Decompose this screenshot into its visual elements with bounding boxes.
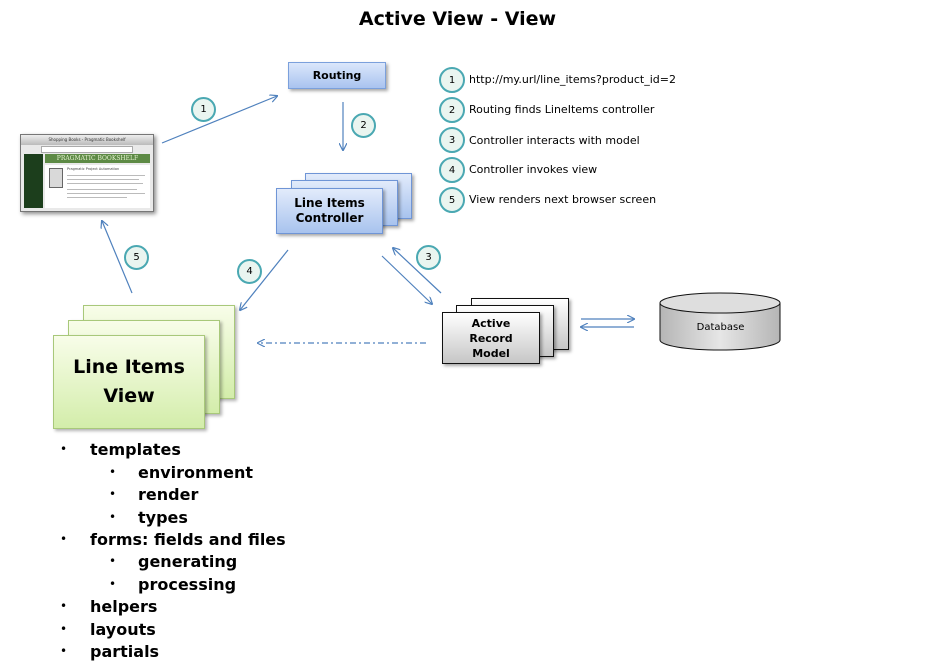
browser-content: Pragmatic Project Automation [45,165,150,208]
browser-sidebar [24,154,43,208]
bullet-forms: forms: fields and files [90,530,286,549]
text-line [67,197,127,198]
bullet-partials: partials [90,642,160,661]
bullet-marker: • [60,442,68,456]
bullet-marker: • [109,554,117,568]
bullet-processing: processing [138,575,237,594]
database-label: Database [696,321,745,333]
bullet-marker: • [60,622,68,636]
view-box: Line Items View [53,335,205,429]
text-line [67,193,145,194]
step-circle-5: 5 [124,245,149,270]
bullet-marker: • [109,465,117,479]
bullet-types: types [138,508,188,527]
legend-text-5: View renders next browser screen [469,193,657,206]
step-circle-2: 2 [351,113,376,138]
bullet-marker: • [109,487,117,501]
model-label-line-3: Model [472,346,510,360]
browser-title-bar: Shopping Books - Pragmatic Bookshelf [21,135,153,145]
text-line [67,175,145,176]
arrow-controller-to-view [240,249,289,310]
step-circle-3: 3 [416,245,441,270]
legend-text-2: Routing finds LineItems controller [469,103,655,116]
legend-text-4: Controller invokes view [469,163,598,176]
step-circle-1: 1 [191,97,216,122]
legend-text-1: http://my.url/line_items?product_id=2 [469,73,676,86]
routing-box: Routing [288,62,386,89]
bullet-marker: • [109,510,117,524]
text-line [67,189,137,190]
browser-site-header: PRAGMATIC BOOKSHELF [45,154,150,163]
model-label-line-1: Active [471,316,511,330]
legend-circle-2: 2 [439,97,465,123]
controller-label-line-2: Controller [295,211,364,225]
bullet-helpers: helpers [90,597,158,616]
bullet-marker: • [109,577,117,591]
model-box: Active Record Model [442,312,540,364]
arrow-controller-to-model [381,255,432,304]
browser-address-bar [41,146,133,153]
legend-circle-1: 1 [439,67,465,93]
controller-label-line-1: Line Items [294,196,365,210]
controller-box: Line Items Controller [276,188,383,234]
page-title: Active View - View [358,8,557,30]
model-label-line-2: Record [469,331,513,345]
legend-text-3: Controller interacts with model [469,134,640,147]
step-circle-4: 4 [237,259,262,284]
bullet-layouts: layouts [90,620,156,639]
book-cover-icon [49,168,63,188]
database-cylinder [659,292,781,351]
bullet-render: render [138,485,199,504]
legend-circle-4: 4 [439,157,465,183]
arrow-view-to-browser [102,221,133,294]
browser-screenshot: Shopping Books - Pragmatic Bookshelf PRA… [20,134,154,212]
routing-label: Routing [312,69,362,82]
view-label-line-1: Line Items [73,356,185,378]
bullet-templates: templates [90,440,181,459]
bullet-marker: • [60,644,68,658]
bullet-generating: generating [138,552,238,571]
bullet-environment: environment [138,463,253,482]
text-line [67,179,139,180]
legend-circle-3: 3 [439,127,465,153]
arrow-browser-to-routing [161,96,277,144]
browser-book-title: Pragmatic Project Automation [67,167,120,171]
arrow-model-to-controller [393,248,442,294]
bullet-marker: • [60,532,68,546]
bullet-marker: • [60,599,68,613]
view-label-line-2: View [103,385,155,407]
text-line [67,183,143,184]
legend-circle-5: 5 [439,187,465,213]
